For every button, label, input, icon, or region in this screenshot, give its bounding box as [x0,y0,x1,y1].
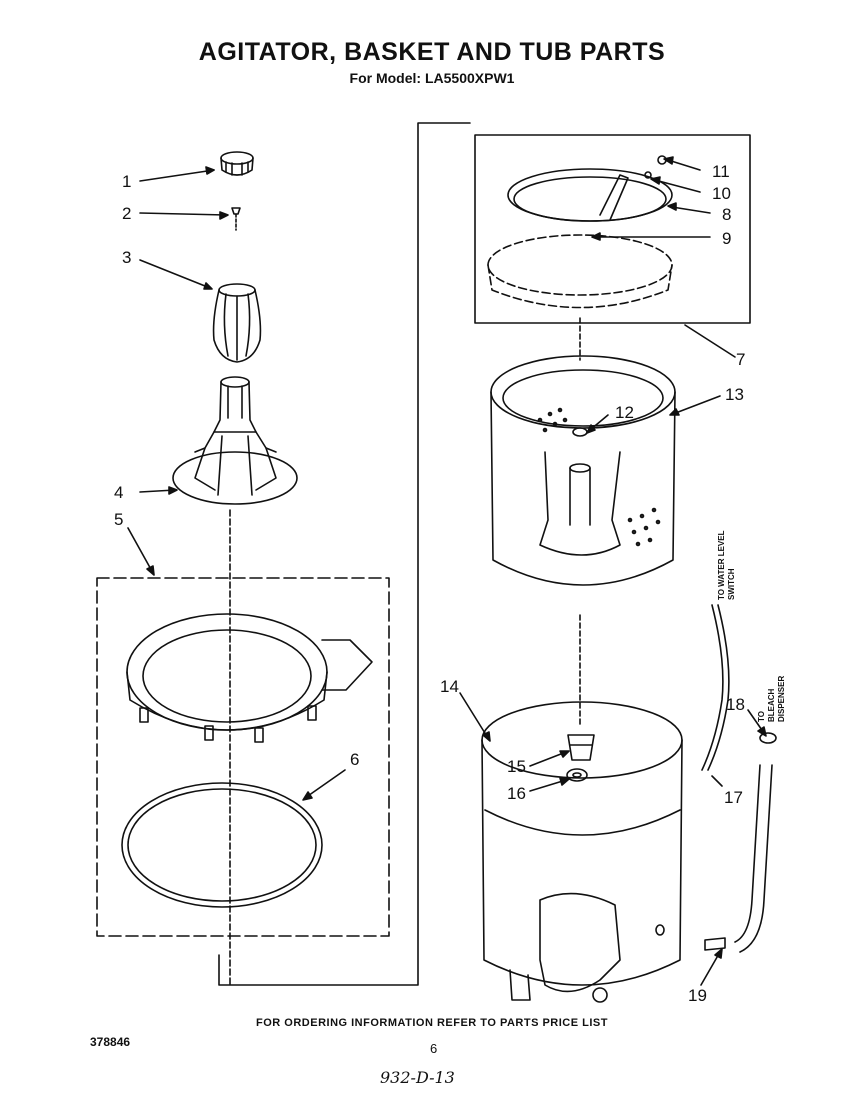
bleach-hose-part [704,732,777,953]
water-level-label-line1: TO WATER LEVEL [717,530,726,600]
callout-14: 14 [440,677,459,696]
callout-2: 2 [122,204,131,223]
bleach-label-line2: BLEACH [767,688,776,722]
handwritten-code: 932-D-13 [380,1068,455,1087]
water-level-label-line2: SWITCH [727,568,736,600]
callout-16: 16 [507,784,526,803]
tub-seal-16-part [566,768,588,782]
callout-10: 10 [712,184,731,203]
outer-tub-part [481,701,683,1003]
drive-bell-part [126,613,373,743]
callout-7: 7 [736,350,745,369]
basket-part [490,355,676,586]
bleach-label-line1: TO [757,711,766,722]
bleach-dispenser-label: TO BLEACH DISPENSER [757,676,786,722]
ordering-note: FOR ORDERING INFORMATION REFER TO PARTS … [256,1017,608,1029]
balance-ring-frame [474,134,751,324]
callout-11: 11 [712,162,730,181]
page-number: 6 [430,1041,438,1056]
seal-kit-frame [96,577,390,937]
agitator-part [172,376,298,505]
tub-bearing-15-part [567,734,595,761]
water-level-switch-label: TO WATER LEVEL SWITCH [717,530,736,600]
callout-19: 19 [688,986,707,1005]
document-number: 378846 [90,1035,131,1049]
cap-bolt-part [231,207,241,231]
callout-17: 17 [724,788,743,807]
model-subtitle: For Model: LA5500XPW1 [349,70,515,86]
callout-4: 4 [114,483,123,502]
water-level-hose-part [701,604,730,771]
callout-8: 8 [722,205,731,224]
leader-lines [127,156,767,986]
callout-3: 3 [122,248,131,267]
callout-1: 1 [122,172,131,191]
assembly-connector-line [218,122,471,986]
balance-ring-part [487,155,673,309]
callout-12: 12 [615,403,634,422]
agitator-cam-part [212,283,262,363]
agitator-cap-part [220,151,254,176]
tub-seal-ring-part [121,782,323,908]
callout-9: 9 [722,229,731,248]
callout-18: 18 [726,695,745,714]
page-title: AGITATOR, BASKET AND TUB PARTS [198,38,666,66]
callout-13: 13 [725,385,744,404]
bleach-label-line3: DISPENSER [777,676,786,722]
callout-15: 15 [507,757,526,776]
callout-5: 5 [114,510,123,529]
callout-6: 6 [350,750,359,769]
